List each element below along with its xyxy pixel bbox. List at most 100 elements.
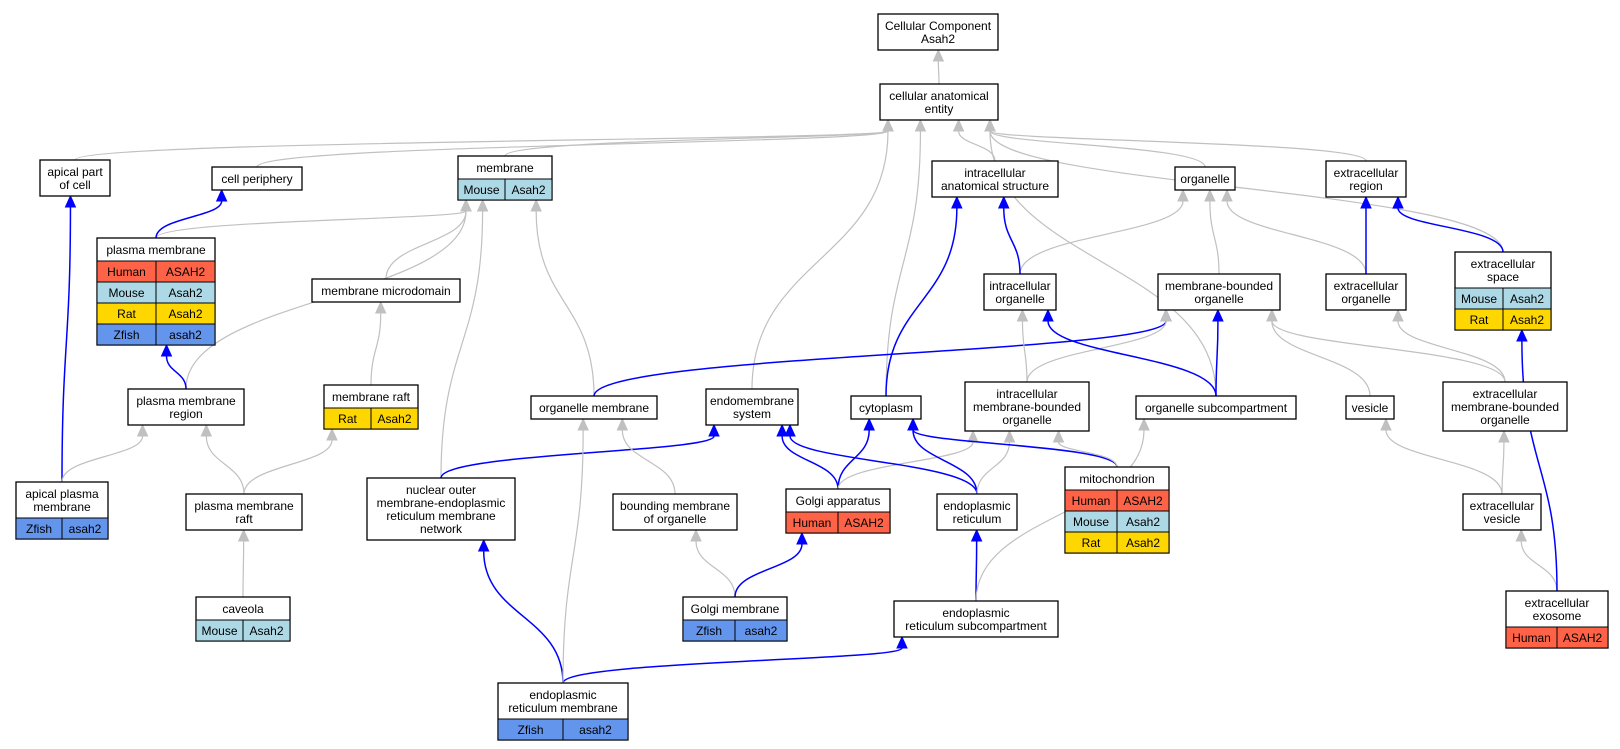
edge-arrowhead [1360,195,1372,209]
node-label: entity [925,102,954,116]
edge-arrowhead [215,188,228,202]
gene-cell [61,517,109,540]
edge-arrowhead [1221,188,1233,202]
node-label: of organelle [644,512,707,526]
part-of-edge [593,320,1167,397]
species-label: Zfish [113,328,139,342]
node-label: intracellular [996,387,1057,401]
is-a-edge [1019,200,1184,275]
species-label: Rat [117,307,136,321]
gene-label: ASAH2 [844,516,884,530]
node-label: bounding membrane [620,499,730,513]
node-label: organelle membrane [539,401,649,415]
go-term-node: cytoplasm [850,395,922,420]
node-box [1345,395,1395,420]
node-label: apical part [47,165,103,179]
part-of-edge [562,647,903,684]
node-label: extracellular [1473,387,1538,401]
node-label: Cellular Component [885,19,992,33]
is-a-edge [937,60,940,85]
is-a-edge [885,130,922,397]
node-box [983,273,1057,311]
species-label: Human [107,265,146,279]
node-label: organelle [1480,413,1530,427]
edge-layer [61,48,1558,684]
edge-arrowhead [326,427,338,441]
node-label: region [169,407,202,421]
node-box [1462,493,1542,531]
edge-arrowhead [1392,195,1404,209]
node-label: extracellular [1334,166,1399,180]
node-label: extracellular [1471,257,1536,271]
node-box [1135,395,1297,420]
part-of-edge [440,435,715,479]
part-of-edge [1215,320,1219,397]
node-box [850,395,922,420]
node-label: vesicle [1352,401,1389,415]
part-of-edge [1521,340,1558,592]
node-label: anatomical structure [941,179,1049,193]
edge-arrowhead [1498,429,1510,443]
is-a-edge [989,130,1367,162]
edge-arrowhead [1177,188,1189,202]
is-a-edge [695,540,736,598]
node-label: apical plasma [25,487,99,501]
edge-arrowhead [776,423,788,437]
species-label: Mouse [463,183,499,197]
edge-arrowhead [932,48,945,62]
part-of-edge [1047,320,1217,397]
gene-label: Asah2 [168,286,202,300]
gene-label: Asah2 [1126,515,1160,529]
gene-label: asah2 [579,723,612,737]
node-label: Golgi apparatus [796,494,881,508]
edge-arrowhead [952,118,965,132]
node-label: cytoplasm [859,401,913,415]
node-box [127,388,245,426]
part-of-edge [912,429,978,495]
is-a-edge [535,210,595,397]
node-label: intracellular [989,279,1050,293]
edge-arrowhead [796,531,808,545]
edge-arrowhead [1392,308,1404,322]
is-a-edge [837,441,974,490]
edge-arrowhead [1380,417,1392,431]
part-of-edge [734,543,803,598]
edge-arrowhead [1052,429,1065,443]
go-term-node: cell periphery [211,166,303,191]
node-box [530,395,658,420]
is-a-edge [1271,320,1506,383]
node-label: raft [235,512,253,526]
is-a-edge [61,435,144,483]
node-label: reticulum subcompartment [905,619,1047,633]
edge-arrowhead [1160,308,1172,322]
gene-cell [1116,531,1170,554]
edge-arrowhead [477,538,490,552]
edge-arrowhead [882,118,894,132]
edge-arrowhead [374,300,387,314]
node-label: reticulum membrane [508,701,618,715]
is-a-edge [385,210,467,280]
is-a-edge [155,210,467,239]
node-label: membrane-bounded [1451,400,1559,414]
gene-label: ASAH2 [166,265,206,279]
edge-arrowhead [476,198,489,212]
edge-arrowhead [970,528,983,542]
is-a-edge [440,210,484,479]
is-a-edge [1385,429,1503,495]
gene-cell [562,718,629,741]
node-label: exosome [1533,609,1582,623]
node-label: mitochondrion [1079,472,1154,486]
gene-label: ASAH2 [1563,631,1603,645]
node-box [1157,273,1281,311]
node-label: plasma membrane [194,499,294,513]
is-a-edge [205,435,245,495]
edge-arrowhead [1003,429,1016,443]
